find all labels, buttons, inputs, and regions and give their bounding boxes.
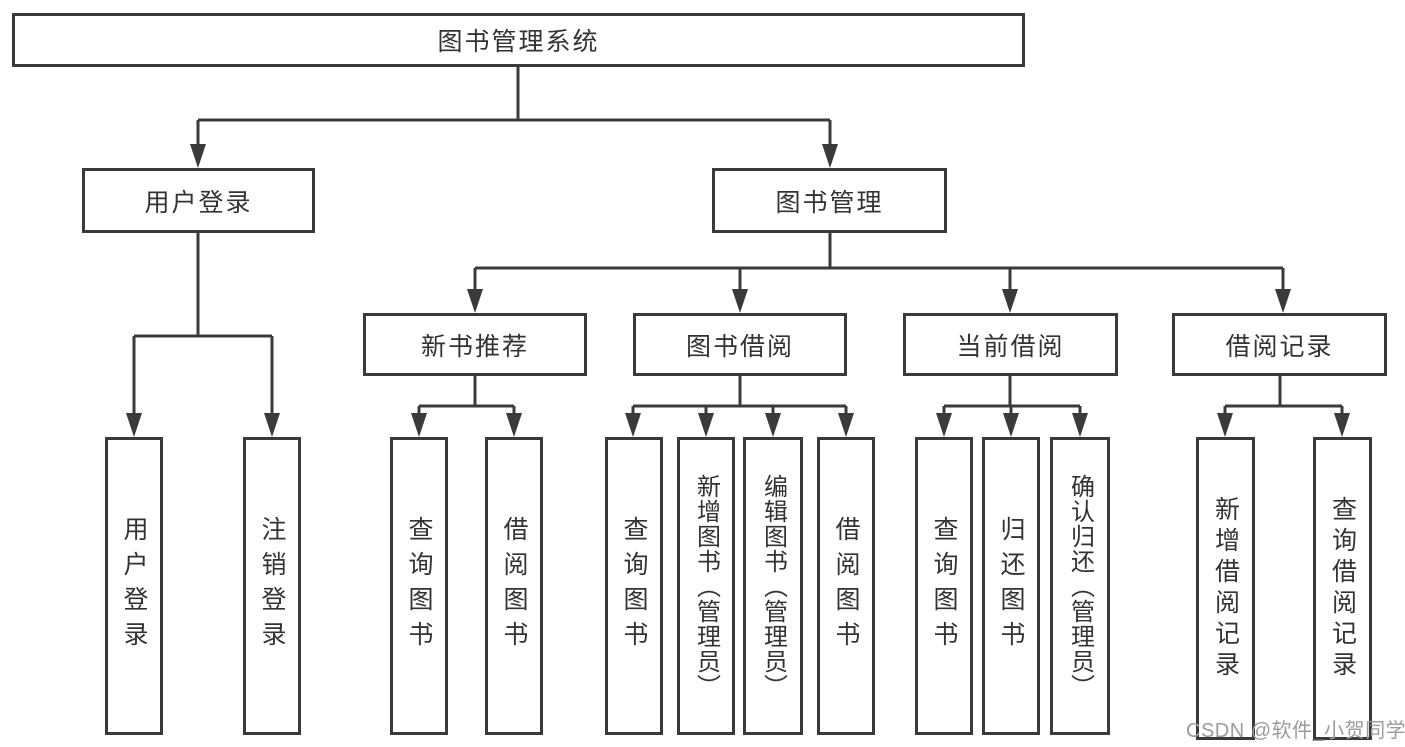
node-library-management-system: 图书管理系统 bbox=[12, 13, 1025, 67]
arrowhead bbox=[1072, 413, 1088, 437]
arrowhead bbox=[1334, 413, 1350, 437]
arrowhead bbox=[732, 289, 748, 313]
leaf-bookborrow-add-books-admin: 新增图书（管理员） bbox=[677, 437, 735, 735]
arrowhead bbox=[936, 413, 952, 437]
node-book-management-branch: 图书管理 bbox=[712, 168, 947, 233]
leaf-bookborrow-edit-books-admin: 编辑图书（管理员） bbox=[743, 437, 803, 735]
arrowhead bbox=[765, 413, 781, 437]
arrowhead bbox=[838, 413, 854, 437]
arrowhead bbox=[411, 413, 427, 437]
arrowhead bbox=[1003, 413, 1019, 437]
arrowhead bbox=[1002, 289, 1018, 313]
leaf-records-query-borrow-record: 查询借阅记录 bbox=[1313, 437, 1372, 740]
arrowhead bbox=[1217, 413, 1233, 437]
node-user-login-branch: 用户登录 bbox=[82, 168, 315, 233]
csdn-watermark: CSDN @软件_小贺同学 bbox=[1186, 720, 1405, 742]
node-borrowing-records: 借阅记录 bbox=[1172, 313, 1387, 376]
arrowhead bbox=[264, 413, 280, 437]
leaf-bookborrow-query-books: 查询图书 bbox=[605, 437, 663, 735]
arrowhead bbox=[1275, 289, 1291, 313]
leaf-records-add-borrow-record: 新增借阅记录 bbox=[1196, 437, 1255, 740]
arrowhead bbox=[190, 144, 206, 168]
leaf-currentborrow-query-books: 查询图书 bbox=[915, 437, 973, 735]
leaf-user-login: 用户登录 bbox=[105, 437, 163, 735]
arrowhead bbox=[506, 413, 522, 437]
arrowhead bbox=[698, 413, 714, 437]
leaf-currentborrow-return-books: 归还图书 bbox=[982, 437, 1040, 735]
arrowhead bbox=[822, 144, 838, 168]
leaf-newbooks-query-books: 查询图书 bbox=[390, 437, 448, 735]
arrowhead bbox=[467, 289, 483, 313]
node-new-book-recommendation: 新书推荐 bbox=[363, 313, 587, 376]
node-book-borrowing: 图书借阅 bbox=[633, 313, 847, 376]
node-current-borrowing: 当前借阅 bbox=[903, 313, 1118, 376]
leaf-logout: 注销登录 bbox=[243, 437, 301, 735]
leaf-newbooks-borrow-books: 借阅图书 bbox=[485, 437, 543, 735]
arrowhead bbox=[126, 413, 142, 437]
leaf-currentborrow-confirm-return-admin: 确认归还（管理员） bbox=[1050, 437, 1110, 735]
arrowhead bbox=[625, 413, 641, 437]
leaf-bookborrow-borrow-books: 借阅图书 bbox=[817, 437, 875, 735]
